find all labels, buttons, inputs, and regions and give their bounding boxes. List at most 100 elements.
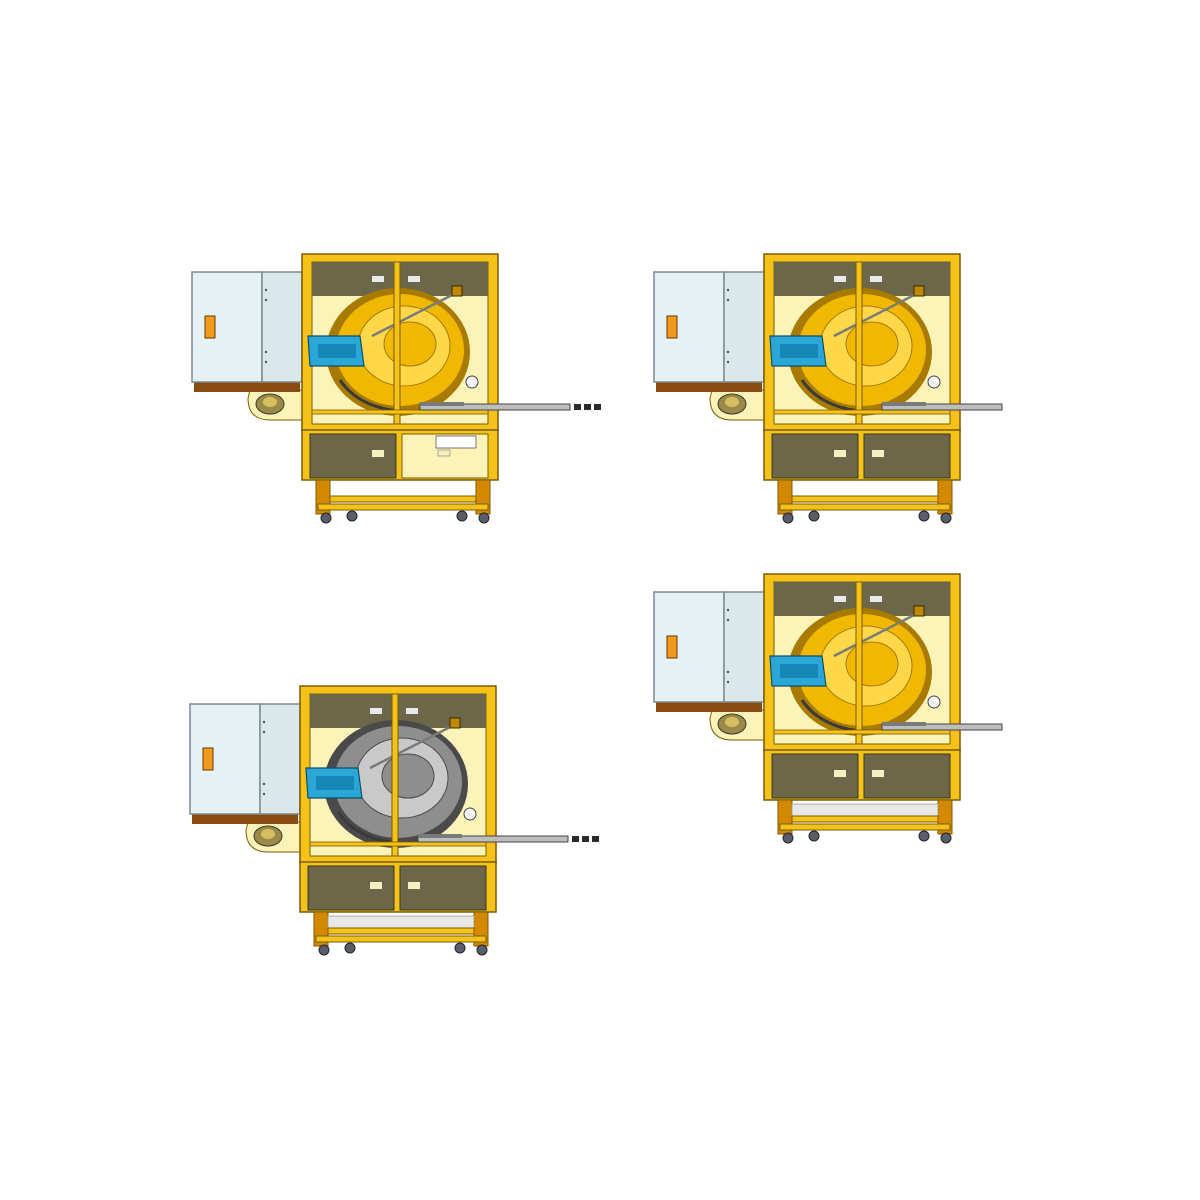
cabinet-hinge-dot: [726, 618, 730, 622]
lower-handle-left: [834, 450, 846, 457]
stretcher-bar: [791, 815, 939, 823]
cabinet-door-left: [653, 271, 725, 383]
feed-track: [419, 403, 571, 411]
frame-mullion: [393, 261, 401, 425]
caster-wheel: [318, 944, 330, 956]
lower-handle-left: [834, 770, 846, 777]
stretcher-bar: [329, 495, 477, 503]
lower-handle-right: [872, 450, 884, 457]
feed-part: [594, 404, 601, 410]
cabinet-hinge-dot: [264, 360, 268, 364]
lower-handle-left: [372, 450, 384, 457]
feed-part: [572, 836, 579, 842]
caster-wheel: [344, 942, 356, 954]
vent-right: [870, 276, 882, 282]
sensor-arm: [833, 610, 921, 658]
caster-wheel: [808, 830, 820, 842]
feed-part: [574, 404, 581, 410]
base-rail: [317, 503, 489, 511]
lower-handle-right: [872, 770, 884, 777]
lower-handle-right: [408, 882, 420, 889]
cabinet-door-left: [653, 591, 725, 703]
caster-wheel: [476, 944, 488, 956]
feed-track: [881, 723, 1003, 731]
cabinet-hinge-dot: [726, 288, 730, 292]
sensor-arm: [369, 722, 457, 770]
pedestal-motor-cap: [263, 397, 277, 407]
vent-left: [372, 276, 384, 282]
feed-track: [417, 835, 569, 843]
blue-chute-face: [316, 776, 354, 790]
sensor-head: [451, 285, 463, 297]
cabinet-hinge-dot: [726, 360, 730, 364]
caster-wheel: [782, 832, 794, 844]
bowl-center: [845, 641, 899, 687]
blue-chute-face: [780, 664, 818, 678]
frame-mullion: [855, 261, 863, 425]
cabinet-hinge-dot: [726, 680, 730, 684]
caster-wheel: [478, 512, 490, 524]
feed-part: [592, 836, 599, 842]
bowl-center: [845, 321, 899, 367]
vent-right: [406, 708, 418, 714]
gauge: [927, 695, 941, 709]
machine-view-a: [191, 253, 601, 524]
lower-handle-left: [370, 882, 382, 889]
cabinet-door-right: [723, 591, 765, 703]
caster-wheel: [346, 510, 358, 522]
cabinet-door-left: [191, 271, 263, 383]
caster-wheel: [320, 512, 332, 524]
cabinet-base: [656, 700, 762, 712]
vent-left: [370, 708, 382, 714]
blue-chute-face: [780, 344, 818, 358]
cabinet-base: [656, 380, 762, 392]
vent-left: [834, 596, 846, 602]
frame-rail: [773, 409, 951, 415]
feed-part: [582, 836, 589, 842]
cabinet-door-right: [259, 703, 301, 815]
frame-rail: [309, 841, 487, 847]
vent-left: [834, 276, 846, 282]
caster-wheel: [940, 512, 952, 524]
bowl-center: [381, 753, 435, 799]
sensor-arm: [833, 290, 921, 338]
caster-wheel: [940, 832, 952, 844]
cabinet-hinge-dot: [262, 792, 266, 796]
gauge: [463, 807, 477, 821]
gauge: [927, 375, 941, 389]
stretcher-plate: [327, 915, 475, 929]
feed-track-clamp: [882, 722, 926, 726]
sensor-head: [913, 605, 925, 617]
cabinet-latch: [666, 315, 678, 339]
caster-wheel: [918, 510, 930, 522]
frame-rail: [311, 409, 489, 415]
cabinet-hinge-dot: [264, 350, 268, 354]
cabinet-base: [192, 812, 298, 824]
caster-wheel: [456, 510, 468, 522]
cabinet-door-right: [723, 271, 765, 383]
feed-track-clamp: [418, 834, 462, 838]
machine-view-c: [189, 685, 599, 956]
cabinet-hinge-dot: [262, 730, 266, 734]
cabinet-hinge-dot: [264, 288, 268, 292]
gauge: [465, 375, 479, 389]
stretcher-plate: [791, 803, 939, 817]
vent-right: [408, 276, 420, 282]
base-rail: [779, 823, 951, 831]
caster-wheel: [918, 830, 930, 842]
cabinet-hinge-dot: [262, 720, 266, 724]
cabinet-door-right: [261, 271, 303, 383]
feed-part: [584, 404, 591, 410]
machine-view-b: [653, 253, 1003, 524]
base-rail: [779, 503, 951, 511]
controller-box: [435, 435, 477, 449]
bowl-center: [383, 321, 437, 367]
frame-rail: [773, 729, 951, 735]
cabinet-hinge-dot: [726, 350, 730, 354]
cabinet-hinge-dot: [726, 608, 730, 612]
sensor-arm: [371, 290, 459, 338]
cabinet-latch: [202, 747, 214, 771]
frame-mullion: [391, 693, 399, 857]
cabinet-hinge-dot: [726, 670, 730, 674]
